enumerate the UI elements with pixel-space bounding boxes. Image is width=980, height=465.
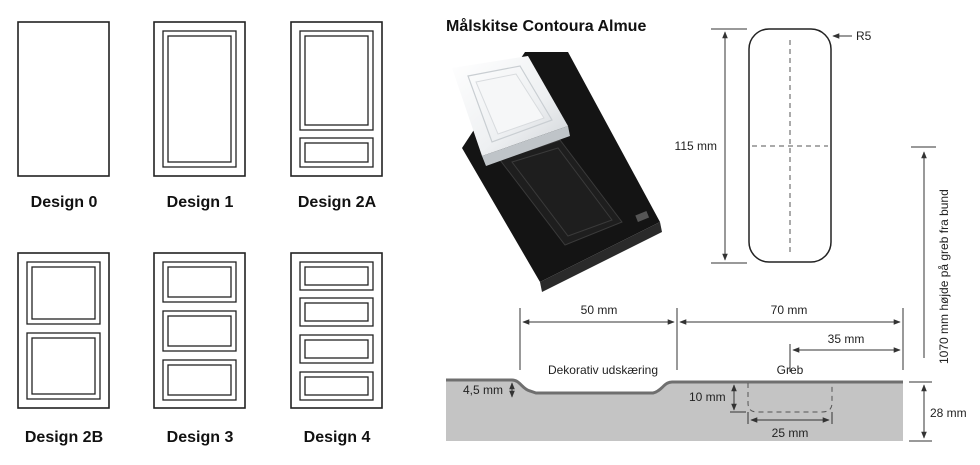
dim-grip-depth xyxy=(730,384,746,413)
floor-height-note: 1070 mm højde på greb fra bund xyxy=(937,189,951,364)
dim-35-label: 35 mm xyxy=(828,332,865,346)
sketch-title: Målskitse Contoura Almue xyxy=(446,17,646,35)
floor-height-dimension xyxy=(911,146,936,358)
design-2a-label: Design 2A xyxy=(298,194,377,211)
dim-grip-width xyxy=(747,412,833,424)
design-1 xyxy=(153,21,246,177)
height-label: 115 mm xyxy=(675,139,717,153)
dim-50-label: 50 mm xyxy=(581,303,618,317)
grip-label: Greb xyxy=(777,363,804,377)
height-dimension xyxy=(711,28,747,264)
design-0 xyxy=(17,21,110,177)
design-1-label: Design 1 xyxy=(167,194,234,211)
dim-70-label: 70 mm xyxy=(771,303,808,317)
radius-label: R5 xyxy=(856,29,872,43)
dim-50 xyxy=(519,308,678,370)
design-2a xyxy=(290,21,383,177)
product-sample-image xyxy=(452,52,662,292)
grip-width-label: 25 mm xyxy=(772,426,809,440)
design-3-label: Design 3 xyxy=(167,429,234,446)
decor-label: Dekorativ udskæring xyxy=(548,363,658,377)
design-4 xyxy=(290,252,383,409)
design-2b-label: Design 2B xyxy=(25,429,103,446)
dim-70 xyxy=(679,308,904,370)
design-0-label: Design 0 xyxy=(31,194,98,211)
dim-35 xyxy=(789,344,901,372)
design-4-label: Design 4 xyxy=(304,429,371,446)
design-2b xyxy=(17,252,110,409)
thickness-label: 28 mm xyxy=(930,406,967,420)
profile-section xyxy=(446,378,903,441)
design-3 xyxy=(153,252,246,409)
handle-top-view xyxy=(748,28,852,263)
dim-thickness xyxy=(909,381,932,442)
decor-depth-label: 4,5 mm xyxy=(463,383,503,397)
grip-depth-label: 10 mm xyxy=(689,390,726,404)
